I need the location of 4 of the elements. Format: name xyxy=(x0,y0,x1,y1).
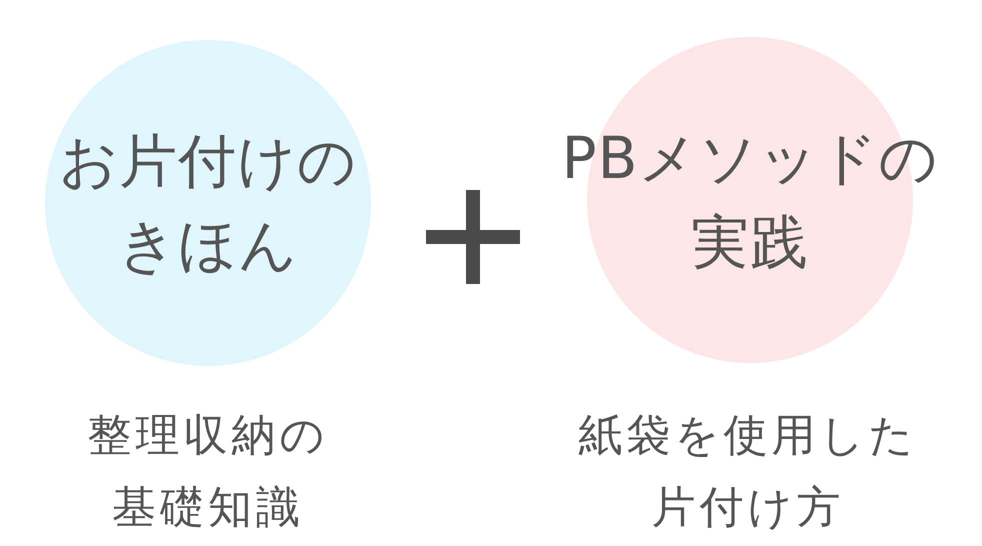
topic-title: PBメソッドの実践 xyxy=(560,123,940,278)
topic-caption: 整理収納の基礎知識 xyxy=(86,409,330,535)
topic-caption: 紙袋を使用した片付け方 xyxy=(578,409,918,535)
topic-title: お片付けのきほん xyxy=(58,126,358,281)
